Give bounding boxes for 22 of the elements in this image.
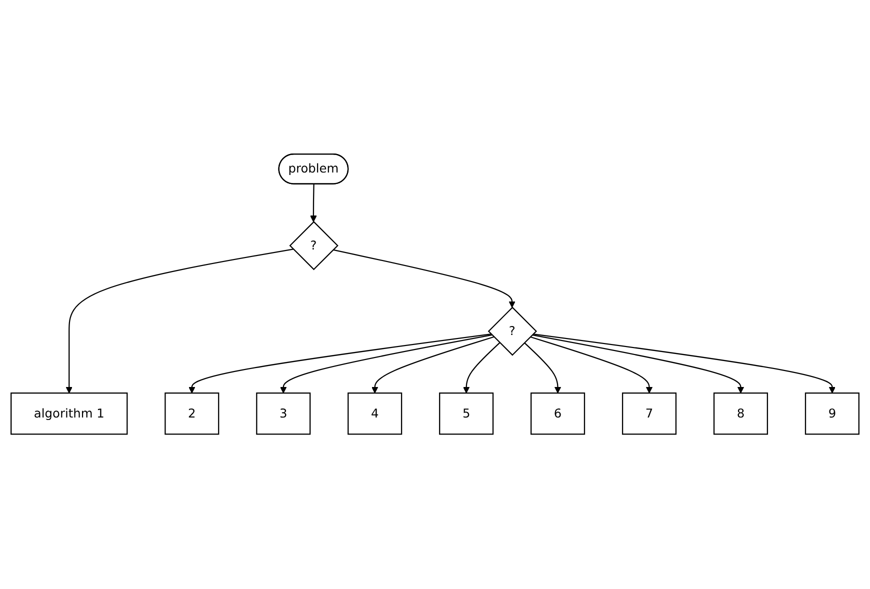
node-box: 8 [713, 392, 768, 436]
arrow [532, 334, 744, 394]
arrow [280, 334, 492, 394]
arrow [66, 248, 294, 394]
arrow [530, 336, 653, 394]
arrow [524, 342, 562, 394]
arrow [332, 250, 516, 308]
node-box: 4 [348, 392, 402, 436]
node-box: 7 [622, 392, 677, 436]
node-box: 9 [804, 392, 860, 436]
arrow [532, 334, 836, 394]
arrow [310, 184, 317, 222]
arrow [372, 336, 494, 394]
node-box: 6 [530, 392, 586, 436]
node-diamond: ? [289, 221, 338, 271]
node-box: algorithm 1 [10, 392, 128, 436]
node-box: 5 [439, 392, 494, 436]
node-box: 3 [256, 392, 311, 436]
arrow [462, 342, 500, 394]
arrow [188, 334, 492, 394]
node-box: 2 [164, 392, 220, 436]
node-diamond: ? [488, 307, 538, 356]
